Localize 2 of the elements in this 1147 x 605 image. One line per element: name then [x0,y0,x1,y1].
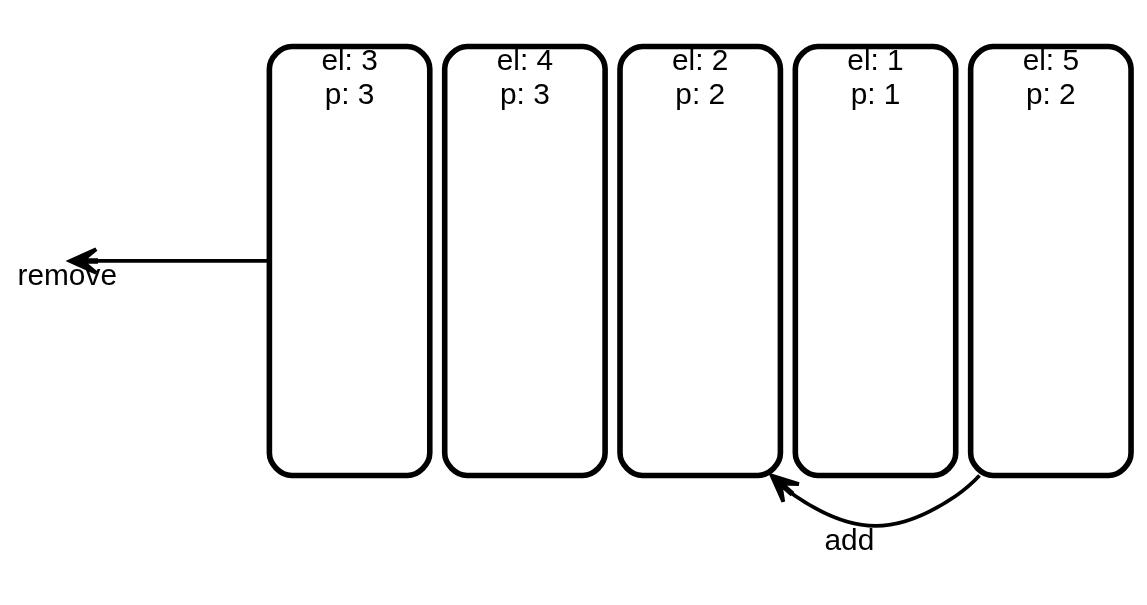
edge-label: add [824,522,875,556]
edge-label: remove [17,257,117,291]
